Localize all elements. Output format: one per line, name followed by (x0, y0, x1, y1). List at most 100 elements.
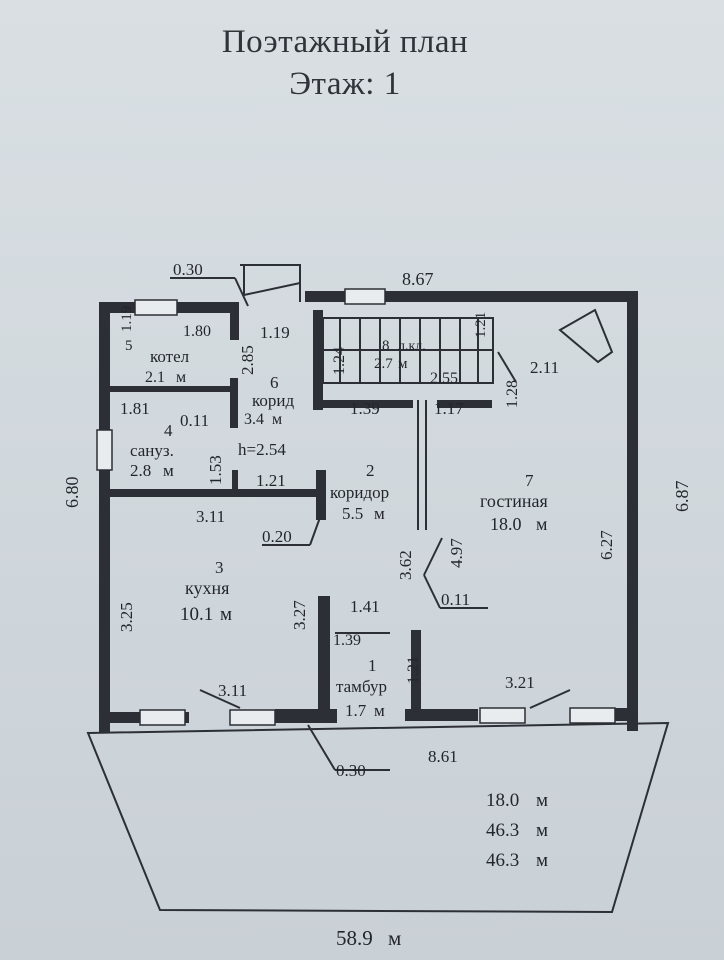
dim-2-11: 2.11 (530, 358, 559, 377)
wall-tambur-right (411, 630, 421, 710)
dim-1-21b: 1.21 (256, 471, 286, 490)
bottom-wall-4 (615, 708, 638, 721)
room-6-area: 3.4 (244, 411, 264, 428)
right-wall (627, 291, 638, 731)
dim-1-53: 1.53 (206, 455, 225, 485)
wall-corr6-left (230, 378, 238, 428)
dim-1-24: 1.24 (331, 347, 348, 375)
dimension-labels: 0.30 8.67 1.80 1.19 2.11 2.55 1.81 0.11 … (62, 260, 692, 780)
bottom-window-2 (229, 709, 276, 726)
bottom-window-3 (479, 707, 526, 724)
summary-living: 18.0 (486, 790, 519, 811)
top-wall-right (305, 291, 636, 302)
wall-stair-bottom (313, 400, 413, 408)
dim-6-87: 6.87 (672, 481, 692, 513)
room-1-num: 1 (368, 656, 377, 675)
room-6-unit: м (272, 411, 282, 428)
room-1-unit: м (374, 701, 385, 720)
dim-1-39a: 1.39 (350, 399, 380, 418)
fireplace-symbol (558, 308, 614, 364)
wall-stair-left (313, 310, 323, 410)
room-labels: котел 5 2.1 м 6 корид 3.4 м 4 сануз. 2.8… (125, 338, 548, 720)
room-4-unit: м (163, 461, 174, 480)
room-1-name: тамбур (336, 677, 387, 696)
wall-boiler-right-top (230, 302, 239, 340)
dim-1-39b: 1.39 (333, 632, 361, 649)
wall-kitchen-right (318, 596, 330, 712)
bottom-window-1 (139, 709, 186, 726)
room-8-unit: м (398, 356, 408, 372)
room-2-num: 2 (366, 461, 375, 480)
left-wall (99, 302, 110, 732)
wall-corr2-left (316, 470, 326, 520)
room-5-num: 5 (125, 338, 133, 354)
room-5-name: котел (150, 347, 190, 366)
dim-0-11a: 0.11 (180, 411, 209, 430)
room-5-unit: м (176, 369, 186, 386)
dim-3-21: 3.21 (505, 673, 535, 692)
room-2-area: 5.5 (342, 504, 363, 523)
room-2-unit: м (374, 504, 385, 523)
room-3-num: 3 (215, 558, 224, 577)
dim-2-55: 2.55 (430, 370, 458, 387)
dim-0-30-bottom: 0.30 (336, 761, 366, 780)
room-1-area: 1.7 (345, 701, 367, 720)
dim-0-30-top: 0.30 (173, 260, 203, 279)
height-label: h=2.54 (238, 440, 286, 459)
top-window-left (134, 299, 178, 316)
dim-1-17: 1.17 (434, 399, 464, 418)
room-6-name: корид (252, 391, 294, 410)
room-3-name: кухня (185, 578, 229, 598)
plan-title: Поэтажный план (221, 24, 469, 60)
leader-lines (170, 277, 571, 771)
dim-0-11b: 0.11 (441, 590, 470, 609)
dim-3-11b: 3.11 (218, 681, 247, 700)
dim-6-80: 6.80 (62, 477, 82, 509)
bottom-window-4 (569, 707, 616, 724)
dim-2-85: 2.85 (238, 345, 257, 375)
dim-3-62: 3.62 (396, 550, 415, 580)
left-window (96, 429, 113, 471)
dim-0-20: 0.20 (262, 527, 292, 546)
dim-6-27: 6.27 (597, 530, 616, 560)
summary-total2-unit: м (536, 850, 548, 871)
wall-boiler-bottom (110, 386, 235, 392)
dim-3-25: 3.25 (117, 602, 136, 632)
bottom-wall-3 (405, 709, 478, 721)
dim-1-21: 1.21 (473, 312, 489, 338)
dim-4-97: 4.97 (447, 538, 466, 568)
dim-1-41: 1.41 (350, 597, 380, 616)
dim-8-67: 8.67 (402, 269, 434, 289)
summary-total-unit: м (536, 820, 548, 841)
summary-living-unit: м (536, 790, 548, 811)
top-window-right (344, 288, 386, 305)
dim-1-19b: 1.19 (260, 323, 290, 342)
summary-total2: 46.3 (486, 850, 519, 871)
dim-1-80: 1.80 (183, 323, 211, 340)
room-8-name: л.кл. (398, 339, 426, 354)
dim-1-81: 1.81 (120, 399, 150, 418)
staircase (240, 264, 614, 384)
dim-1-21c: 1.21 (405, 656, 422, 684)
room-3-area: 10.1 (180, 604, 213, 625)
wall-stair-bottom-2 (437, 400, 492, 408)
room-8-num: 8 (382, 338, 390, 354)
room-3-unit: м (220, 604, 232, 625)
room-7-num: 7 (525, 471, 534, 490)
wall-kitchen-top (110, 489, 325, 497)
outer-area: 58.9 (336, 926, 373, 950)
bottom-wall-2 (275, 709, 337, 723)
room-7-unit: м (536, 514, 547, 534)
dim-3-11a: 3.11 (196, 507, 225, 526)
room-7-name: гостиная (480, 491, 548, 511)
room-4-name: сануз. (130, 441, 174, 460)
summary-total: 46.3 (486, 820, 519, 841)
dim-1-19a: 1.19 (119, 306, 135, 332)
floor-label: Этаж: 1 (289, 66, 401, 102)
area-summary: 18.0 м 46.3 м 46.3 м 58.9 м (336, 790, 548, 950)
summary-frame (86, 721, 670, 914)
wall-bath-right (232, 470, 238, 495)
interior-walls (110, 302, 492, 712)
